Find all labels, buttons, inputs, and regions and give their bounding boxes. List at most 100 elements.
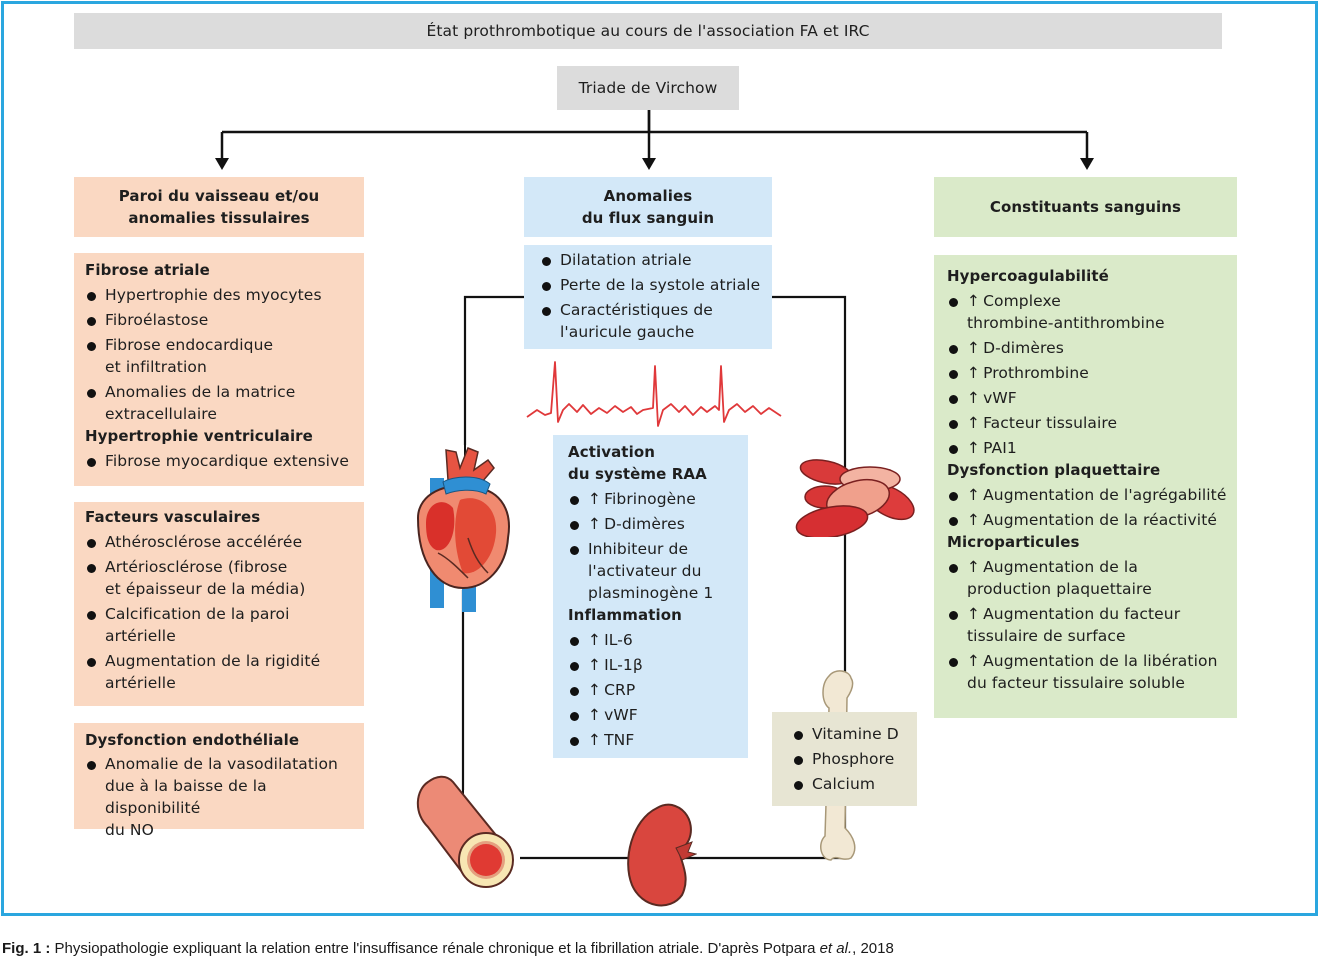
item-text: PAI1 bbox=[983, 439, 1017, 457]
list-item: ↑Augmentation de l'agrégabilité bbox=[947, 484, 1233, 506]
list-item: ↑Augmentation du facteur tissulaire de s… bbox=[947, 603, 1233, 647]
list-item: Anomalie de la vasodilatation due à la b… bbox=[85, 753, 354, 841]
item-text: TNF bbox=[604, 731, 635, 749]
item-text: Dilatation atriale bbox=[560, 251, 692, 269]
list-item: Calcification de la paroi artérielle bbox=[85, 603, 354, 647]
caption-italic: et al. bbox=[819, 940, 853, 957]
up-arrow-icon: ↑ bbox=[588, 681, 602, 699]
list-item: ↑D-dimères bbox=[947, 337, 1233, 359]
list-item: ↑IL-1β bbox=[568, 654, 742, 676]
list-item: Perte de la systole atriale bbox=[540, 274, 766, 296]
up-arrow-icon: ↑ bbox=[588, 731, 602, 749]
header-blood-constituents: Constituants sanguins bbox=[934, 177, 1237, 237]
header-blood-constituents-line1: Constituants sanguins bbox=[989, 198, 1182, 216]
list-item: ↑Prothrombine bbox=[947, 362, 1233, 384]
list-item: Fibrose endocardique et infiltration bbox=[85, 334, 354, 378]
item-text: Fibrinogène bbox=[604, 490, 696, 508]
list-item: Dilatation atriale bbox=[540, 249, 766, 271]
heading-platelet-dysfunction: Dysfonction plaquettaire bbox=[947, 461, 1161, 479]
heading-hypercoagulability: Hypercoagulabilité bbox=[947, 267, 1109, 285]
up-arrow-icon: ↑ bbox=[967, 339, 981, 357]
caption-tail: , 2018 bbox=[852, 940, 894, 957]
artery-icon bbox=[416, 775, 514, 888]
up-arrow-icon: ↑ bbox=[588, 515, 602, 533]
caption-label: Fig. 1 : bbox=[2, 940, 51, 957]
header-blood-flow: Anomalies du flux sanguin bbox=[524, 177, 772, 237]
header-vessel-wall-line2: anomalies tissulaires bbox=[128, 209, 310, 227]
item-text: Augmentation du facteur tissulaire de su… bbox=[967, 605, 1181, 645]
arrowhead-right bbox=[1080, 158, 1094, 170]
item-text: Augmentation de la réactivité bbox=[983, 511, 1218, 529]
up-arrow-icon: ↑ bbox=[967, 364, 981, 382]
item-text: Anomalie de la vasodilatation due à la b… bbox=[105, 755, 338, 839]
list-item: ↑CRP bbox=[568, 679, 742, 701]
heart-icon bbox=[416, 447, 510, 612]
item-text: Phosphore bbox=[812, 750, 895, 768]
item-text: Fibrose endocardique et infiltration bbox=[105, 336, 274, 376]
list-item: ↑vWF bbox=[947, 387, 1233, 409]
item-text: IL-6 bbox=[604, 631, 633, 649]
kidney-icon bbox=[627, 803, 697, 907]
item-text: Augmentation de la libération du facteur… bbox=[967, 652, 1218, 692]
box-endothelial-dysfunction: Dysfonction endothéliale Anomalie de la … bbox=[74, 723, 364, 839]
heading-atrial-fibrosis: Fibrose atriale bbox=[85, 261, 210, 279]
item-text: Facteur tissulaire bbox=[983, 414, 1118, 432]
box-raa-inflammation: Activation du système RAA ↑Fibrinogène ↑… bbox=[553, 435, 748, 758]
heading-endothelial-dysfunction: Dysfonction endothéliale bbox=[85, 731, 300, 749]
item-text: Fibroélastose bbox=[105, 311, 209, 329]
ecg-trace-icon bbox=[526, 361, 782, 427]
box-vascular-factors: Facteurs vasculaires Athérosclérose accé… bbox=[74, 502, 364, 706]
header-blood-flow-line1: Anomalies bbox=[603, 187, 693, 205]
caption-text: Physiopathologie expliquant la relation … bbox=[50, 940, 820, 957]
item-text: Anomalies de la matrice extracellulaire bbox=[105, 383, 296, 423]
list-item: Calcium bbox=[792, 773, 911, 795]
up-arrow-icon: ↑ bbox=[967, 414, 981, 432]
triade-label: Triade de Virchow bbox=[557, 66, 739, 110]
list-item: ↑IL-6 bbox=[568, 629, 742, 651]
item-text: D-dimères bbox=[983, 339, 1064, 357]
heading-raa-line1: Activation bbox=[568, 443, 656, 461]
up-arrow-icon: ↑ bbox=[967, 652, 981, 670]
list-item: Vitamine D bbox=[792, 723, 911, 745]
item-text: vWF bbox=[983, 389, 1017, 407]
item-text: Prothrombine bbox=[983, 364, 1089, 382]
figure-caption: Fig. 1 : Physiopathologie expliquant la … bbox=[2, 940, 894, 957]
list-item: Hypertrophie des myocytes bbox=[85, 284, 354, 306]
box-blood-constituents: Hypercoagulabilité ↑Complexe thrombine-a… bbox=[934, 255, 1237, 718]
list-item: Anomalies de la matrice extracellulaire bbox=[85, 381, 354, 425]
list-item: ↑Augmentation de la production plaquetta… bbox=[947, 556, 1233, 600]
up-arrow-icon: ↑ bbox=[588, 490, 602, 508]
list-item: ↑D-dimères bbox=[568, 513, 742, 535]
item-text: Calcium bbox=[812, 775, 876, 793]
item-text: Inhibiteur de l'activateur du plasminogè… bbox=[588, 540, 714, 602]
list-item: ↑vWF bbox=[568, 704, 742, 726]
up-arrow-icon: ↑ bbox=[967, 558, 981, 576]
heading-raa-line2: du système RAA bbox=[568, 465, 707, 483]
item-text: vWF bbox=[604, 706, 638, 724]
header-vessel-wall-line1: Paroi du vaisseau et/ou bbox=[118, 187, 320, 205]
list-item: ↑PAI1 bbox=[947, 437, 1233, 459]
header-blood-flow-line2: du flux sanguin bbox=[581, 209, 715, 227]
item-text: Perte de la systole atriale bbox=[560, 276, 761, 294]
header-vessel-wall: Paroi du vaisseau et/ou anomalies tissula… bbox=[74, 177, 364, 237]
main-title: État prothrombotique au cours de l'assoc… bbox=[74, 13, 1222, 49]
box-atrial-fibrosis: Fibrose atriale Hypertrophie des myocyte… bbox=[74, 253, 364, 486]
item-text: Fibrose myocardique extensive bbox=[105, 452, 349, 470]
up-arrow-icon: ↑ bbox=[588, 706, 602, 724]
list-item: Caractéristiques de l'auricule gauche bbox=[540, 299, 766, 343]
organ-loop bbox=[461, 295, 847, 860]
box-minerals: Vitamine D Phosphore Calcium bbox=[772, 712, 917, 806]
heading-microparticles: Microparticules bbox=[947, 533, 1080, 551]
item-text: Caractéristiques de l'auricule gauche bbox=[560, 301, 713, 341]
list-item: Augmentation de la rigidité artérielle bbox=[85, 650, 354, 694]
item-text: Vitamine D bbox=[812, 725, 899, 743]
item-text: Hypertrophie des myocytes bbox=[105, 286, 322, 304]
item-text: CRP bbox=[604, 681, 636, 699]
item-text: Augmentation de l'agrégabilité bbox=[983, 486, 1227, 504]
item-text: Artériosclérose (fibrose et épaisseur de… bbox=[105, 558, 306, 598]
up-arrow-icon: ↑ bbox=[967, 292, 981, 310]
arrowhead-middle bbox=[642, 158, 656, 170]
list-item: Phosphore bbox=[792, 748, 911, 770]
heading-inflammation: Inflammation bbox=[568, 606, 682, 624]
heading-ventricular-hypertrophy: Hypertrophie ventriculaire bbox=[85, 427, 313, 445]
